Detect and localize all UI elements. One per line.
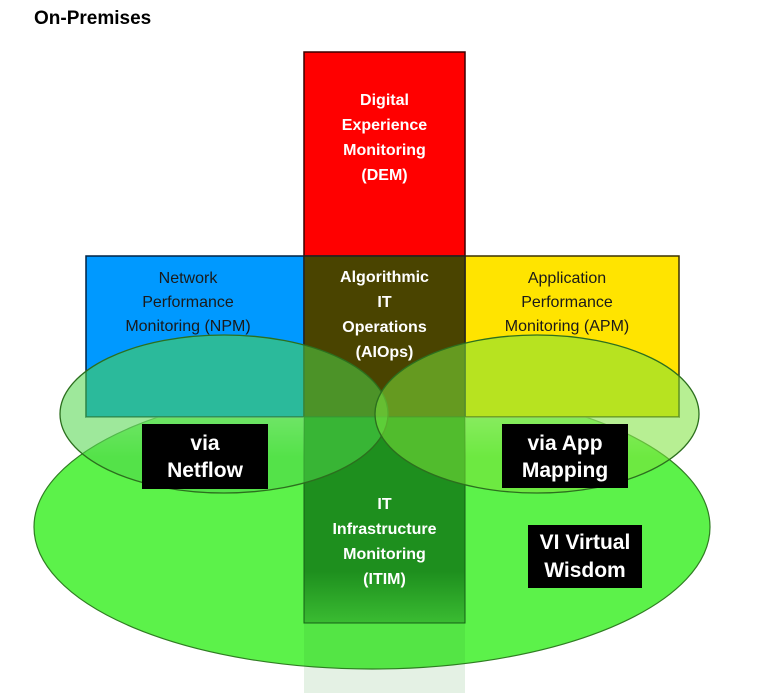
itim-line: IT: [377, 496, 391, 513]
appmap-line: Mapping: [522, 459, 608, 482]
aiops-line: (AIOps): [356, 344, 414, 361]
itim-reflection: [304, 623, 465, 693]
aiops-line: IT: [377, 294, 391, 311]
app-mapping-badge: [502, 424, 628, 488]
dem-line: (DEM): [361, 167, 407, 184]
dem-line: Digital: [360, 92, 409, 109]
npm-line: Performance: [142, 294, 234, 311]
apm-line: Application: [528, 270, 606, 287]
appmap-line: via App: [527, 432, 602, 455]
npm-line: Monitoring (NPM): [125, 318, 250, 335]
netflow-line: via: [190, 432, 220, 455]
apm-line: Monitoring (APM): [505, 318, 629, 335]
itim-line: (ITIM): [363, 571, 406, 588]
itim-line: Monitoring: [343, 546, 426, 563]
netflow-line: Netflow: [167, 459, 243, 482]
page-title: On-Premises: [34, 8, 152, 29]
aiops-line: Operations: [342, 319, 427, 336]
apm-line: Performance: [521, 294, 613, 311]
dem-line: Experience: [342, 117, 427, 134]
vw-line: VI Virtual: [540, 531, 631, 554]
dem-box: [303, 51, 466, 257]
npm-line: Network: [159, 270, 219, 287]
netflow-badge: [142, 424, 268, 489]
aiops-line: Algorithmic: [340, 269, 429, 286]
itim-line: Infrastructure: [332, 521, 436, 538]
virtual-wisdom-badge: [528, 525, 642, 588]
dem-line: Monitoring: [343, 142, 426, 159]
vw-line: Wisdom: [544, 559, 625, 582]
